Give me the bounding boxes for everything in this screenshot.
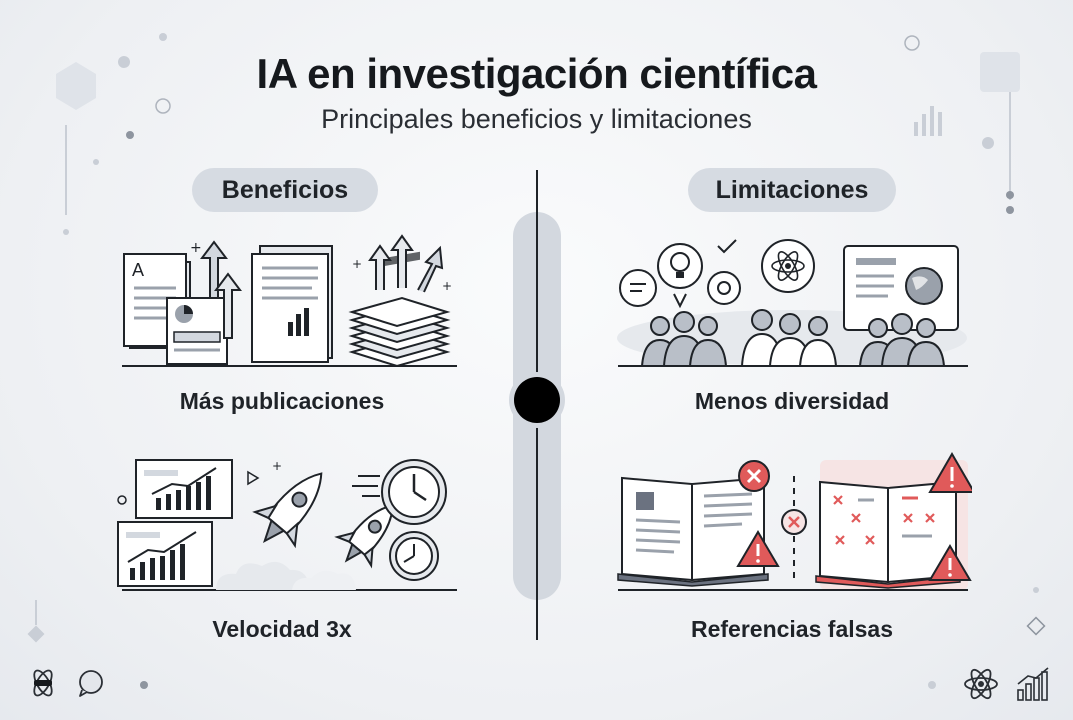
- page-subtitle: Principales beneficios y limitaciones: [321, 104, 752, 134]
- chat-small-icon: [79, 670, 103, 697]
- caption-referencias-falsas: Referencias falsas: [690, 616, 893, 642]
- caption-mas-publicaciones: Más publicaciones: [179, 388, 385, 414]
- caption-velocidad: Velocidad 3x: [212, 616, 352, 642]
- caption-menos-diversidad: Menos diversidad: [694, 388, 890, 414]
- svg-text:+: +: [190, 240, 202, 256]
- atom-small-icon: [33, 669, 53, 697]
- center-divider: [509, 170, 565, 640]
- books-warning-icon: [617, 452, 972, 591]
- rocket-speed-icon: +: [117, 459, 457, 591]
- svg-text:+: +: [272, 459, 282, 473]
- documents-growth-icon: A + + +: [122, 234, 457, 368]
- benefits-label: Beneficios: [192, 168, 378, 212]
- limitations-label: Limitaciones: [688, 168, 896, 212]
- people-ideas-icon: [617, 239, 968, 367]
- svg-text:+: +: [352, 257, 362, 271]
- svg-text:+: +: [442, 279, 452, 293]
- bar-chart-corner-icon: [1017, 667, 1049, 701]
- atom-corner-icon: [964, 668, 998, 700]
- page-title: IA en investigación científica: [256, 50, 817, 97]
- svg-text:A: A: [132, 260, 144, 280]
